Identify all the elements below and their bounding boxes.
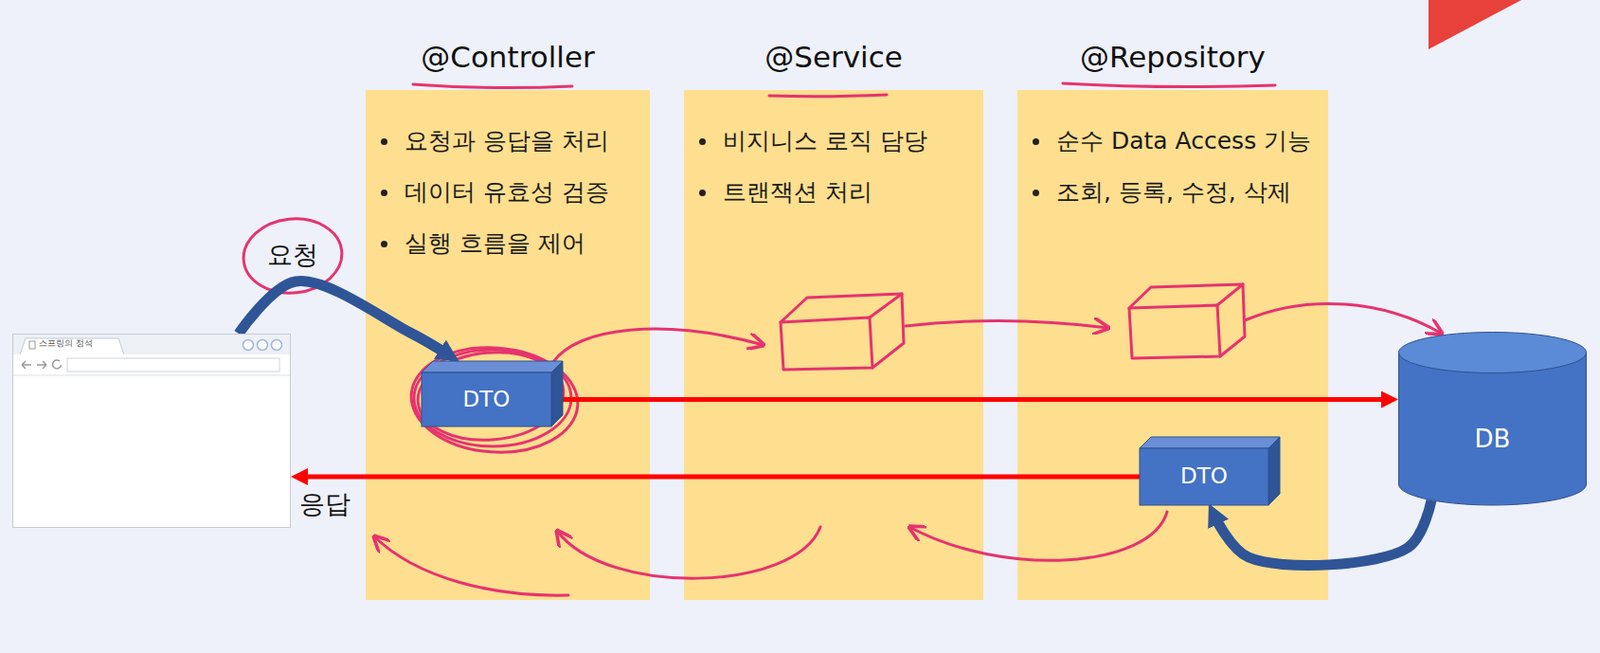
corner-mark xyxy=(1428,0,1522,50)
cube-front xyxy=(421,372,552,427)
dto-label: DTO xyxy=(463,386,511,414)
pen-sketch-box xyxy=(1129,305,1221,359)
database-cylinder: DB xyxy=(1398,331,1587,505)
pen-sketch-box xyxy=(780,293,902,323)
bullet-dot xyxy=(380,138,388,145)
browser-chrome xyxy=(12,333,291,528)
pen-sketch-box xyxy=(1220,284,1245,357)
pen-arrow xyxy=(1244,303,1442,334)
cube-front xyxy=(1139,448,1269,505)
browser-frame xyxy=(13,334,291,528)
toolbar-line xyxy=(13,375,290,377)
layer-panel: @Repository순수 Data Access 기능조회, 등록, 수정, … xyxy=(1017,89,1329,600)
bullet-text: 실행 흐름을 제어 xyxy=(404,228,586,260)
layer-panel: @Controller요청과 응답을 처리데이터 유효성 검증실행 흐름을 제어… xyxy=(365,89,650,600)
flow-arrow xyxy=(562,396,1389,402)
reload-icon xyxy=(53,359,62,369)
cylinder-shape xyxy=(1398,331,1587,505)
pen-circle xyxy=(413,349,572,447)
cylinder-body xyxy=(1399,352,1587,505)
bullet-text: 비지니스 로직 담당 xyxy=(722,125,928,158)
pen-sketch-box xyxy=(872,293,904,368)
fetch-arrow xyxy=(1214,500,1432,565)
pen-sketch-box xyxy=(780,317,873,370)
bullet-dot xyxy=(380,240,388,248)
pen-underline xyxy=(1062,83,1276,88)
cube-side xyxy=(1268,436,1280,505)
cube-top xyxy=(1139,436,1280,449)
window-button xyxy=(271,340,283,351)
tab-bar xyxy=(13,334,290,355)
bullet-dot xyxy=(1032,138,1040,145)
db-label: DB xyxy=(1474,424,1511,454)
back-icon xyxy=(21,360,32,369)
pen-circle xyxy=(413,345,567,446)
forward-icon xyxy=(36,360,47,369)
pen-underline xyxy=(413,84,573,89)
bullet-dot xyxy=(699,138,706,145)
panel-fill xyxy=(683,89,984,600)
bullet-text: 데이터 유효성 검증 xyxy=(404,177,610,209)
pen-arrow xyxy=(374,536,569,595)
edge-label: 요청 xyxy=(263,238,323,271)
bullet-text: 순수 Data Access 기능 xyxy=(1056,125,1312,158)
pen-arrow xyxy=(909,511,1168,560)
cube-top xyxy=(421,360,563,373)
dto-label: DTO xyxy=(1180,463,1228,490)
pen-arrow xyxy=(905,320,1109,328)
cylinder-top xyxy=(1399,332,1587,374)
pen-arrow xyxy=(553,328,764,362)
tab-title: 스프링의 정석 xyxy=(38,339,93,349)
window-button xyxy=(257,340,269,351)
browser-tab xyxy=(19,338,125,355)
bullet-dot xyxy=(699,189,706,197)
layer-panel: @Service비지니스 로직 담당트랜잭션 처리 xyxy=(683,89,984,600)
address-bar xyxy=(67,358,280,372)
cube-side xyxy=(551,360,563,427)
bullet-text: 조회, 등록, 수정, 삭제 xyxy=(1056,177,1292,209)
bullet-text: 요청과 응답을 처리 xyxy=(404,125,610,158)
pen-underline xyxy=(769,94,887,97)
dto-box: DTO xyxy=(421,360,563,427)
bullet-dot xyxy=(1032,189,1040,197)
pen-arrow xyxy=(557,526,821,578)
layer-heading: @Service xyxy=(655,38,1012,76)
dto-box: DTO xyxy=(1139,436,1280,505)
panel-fill xyxy=(365,89,650,600)
response-arrow xyxy=(300,474,1140,480)
edge-label: 응답 xyxy=(295,487,355,521)
page-icon xyxy=(29,341,36,349)
layer-heading: @Controller xyxy=(337,38,679,76)
window-button xyxy=(243,340,254,351)
bullet-text: 트랜잭션 처리 xyxy=(722,177,873,209)
browser-window: 스프링의 정석 xyxy=(12,333,291,528)
bullet-dot xyxy=(380,189,388,197)
panel-fill xyxy=(1017,89,1329,600)
layer-heading: @Repository xyxy=(988,38,1357,76)
pen-sketch-box xyxy=(1129,284,1243,308)
